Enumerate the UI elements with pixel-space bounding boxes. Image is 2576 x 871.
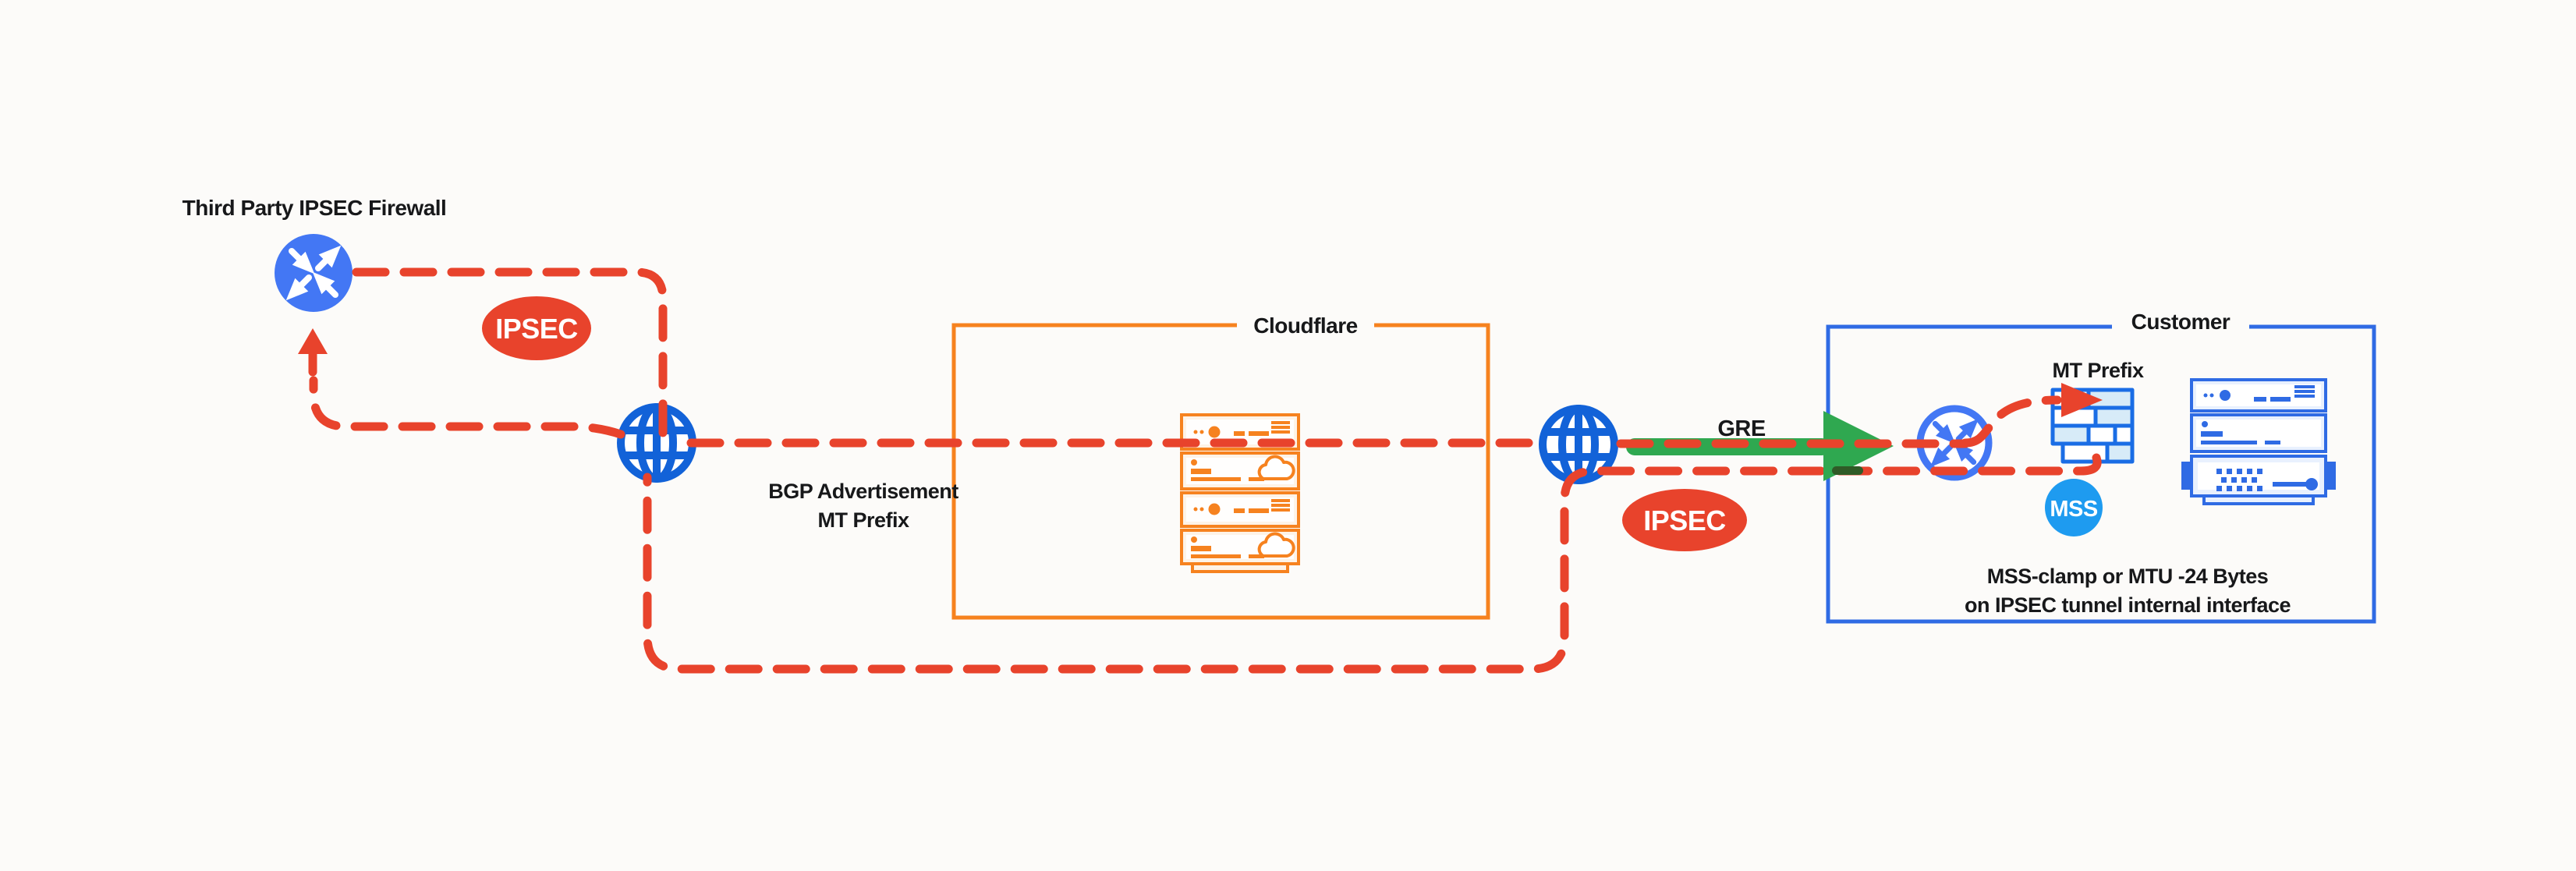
tunnel-return-path xyxy=(643,453,2102,674)
third-party-firewall-label: Third Party IPSEC Firewall xyxy=(182,196,447,220)
cloudflare-zone-box xyxy=(951,323,1490,620)
mt-prefix-label: MT Prefix xyxy=(2052,359,2144,382)
internet-globe-left xyxy=(617,403,696,483)
bgp-advertisement-label-line1: BGP Advertisement xyxy=(768,480,958,503)
customer-zone-box xyxy=(1826,324,2376,624)
mss-badge-label: MSS xyxy=(2050,497,2098,522)
dash-over-arrow xyxy=(1832,466,1863,475)
gre-label: GRE xyxy=(1717,416,1766,441)
ipsec-badge-left: IPSEC xyxy=(482,296,591,360)
mss-clamp-note-line1: MSS-clamp or MTU -24 Bytes xyxy=(1987,565,2269,588)
mss-clamp-note-line2: on IPSEC tunnel internal interface xyxy=(1965,593,2291,617)
mt-prefix-flag-icon xyxy=(2061,383,2103,417)
customer-zone-label: Customer xyxy=(2131,310,2231,334)
customer-server-stack-icon xyxy=(2181,378,2336,505)
tunnel-path-globe-to-arrow xyxy=(309,376,625,439)
ipsec-badge-left-label: IPSEC xyxy=(495,313,578,345)
tunnel-path-router-to-flag xyxy=(1961,395,2062,448)
up-arrow xyxy=(298,328,328,377)
tunnel-path-router-to-globe xyxy=(352,267,668,440)
bgp-advertisement-label-line2: MT Prefix xyxy=(817,508,909,532)
cloudflare-server-stack-icon xyxy=(1180,413,1300,573)
cloudflare-zone-label: Cloudflare xyxy=(1253,313,1357,338)
ipsec-badge-right: IPSEC xyxy=(1622,489,1747,551)
third-party-router-icon xyxy=(275,234,353,312)
mss-badge: MSS xyxy=(2045,479,2103,536)
ipsec-badge-right-label: IPSEC xyxy=(1643,505,1726,536)
